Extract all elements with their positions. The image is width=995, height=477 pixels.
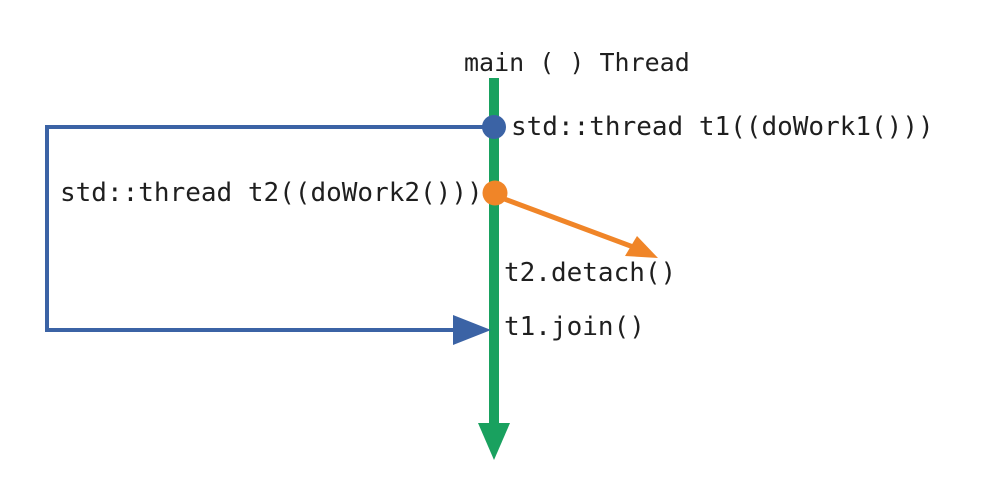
t2-start-dot — [482, 180, 508, 206]
t1-return-path — [45, 125, 484, 332]
t2-detach-line — [498, 194, 637, 251]
t2-create-label: std::thread t2((doWork2())) — [60, 178, 483, 208]
t2-detach-label: t2.detach() — [504, 258, 677, 288]
t1-join-arrowhead-icon — [453, 315, 491, 345]
t1-create-label: std::thread t1((doWork1())) — [511, 112, 934, 142]
t1-start-dot — [482, 115, 506, 139]
t1-join-label: t1.join() — [504, 312, 645, 342]
main-thread-arrowhead-icon — [478, 423, 510, 460]
t2-detach-arrowhead-icon — [625, 236, 658, 258]
main-thread-title: main ( ) Thread — [464, 48, 690, 77]
